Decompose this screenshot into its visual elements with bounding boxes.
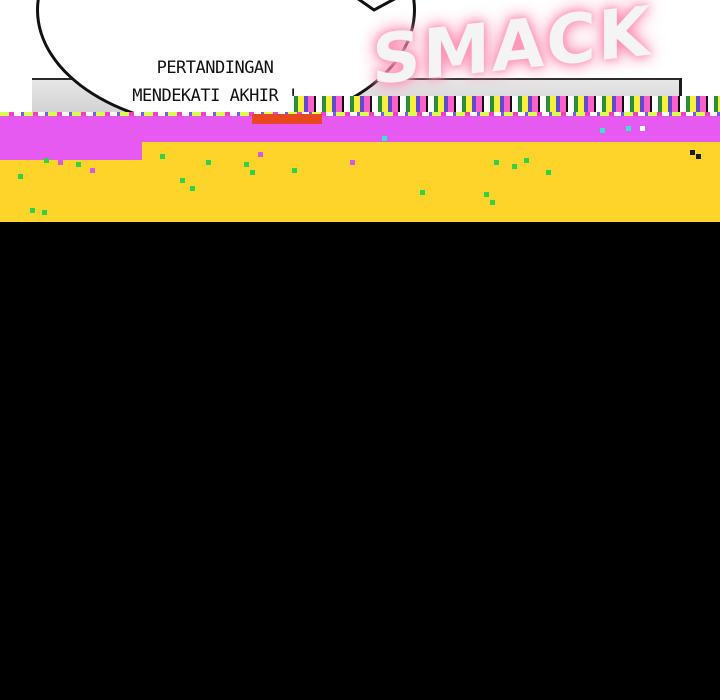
glitch-pixel xyxy=(160,154,165,159)
glitch-pixel xyxy=(512,164,517,169)
glitch-pixel xyxy=(484,192,489,197)
glitch-pixel xyxy=(190,186,195,191)
glitch-pixel xyxy=(600,128,605,133)
glitch-pixel xyxy=(180,178,185,183)
glitch-pixel xyxy=(258,152,263,157)
glitch-pixel xyxy=(90,168,95,173)
glitch-pixel xyxy=(292,168,297,173)
glitch-pixel xyxy=(350,160,355,165)
glitch-pixel xyxy=(546,170,551,175)
glitch-pixel xyxy=(250,170,255,175)
glitch-pixel xyxy=(690,150,695,155)
speech-bubble-tail xyxy=(357,0,396,12)
glitch-red-block xyxy=(252,114,322,124)
glitch-pixel xyxy=(640,126,645,131)
glitch-pixel xyxy=(490,200,495,205)
glitch-pixel xyxy=(524,158,529,163)
speech-bubble-text: PERTANDINGAN MENDEKATI AKHIR ! xyxy=(120,54,310,110)
glitch-noise-line xyxy=(0,112,720,116)
glitch-pixel xyxy=(58,160,63,165)
glitch-pixel xyxy=(18,174,23,179)
glitch-pixel xyxy=(696,154,701,159)
glitch-pixel xyxy=(44,158,49,163)
glitch-pixel xyxy=(206,160,211,165)
glitch-pixel xyxy=(244,162,249,167)
glitch-magenta-band xyxy=(0,114,720,142)
glitch-pixel xyxy=(420,190,425,195)
glitch-artifact-band xyxy=(0,96,720,222)
glitch-noise-strip xyxy=(288,96,720,114)
speech-line-1: PERTANDINGAN xyxy=(156,58,274,78)
glitch-pixel xyxy=(382,136,387,141)
glitch-magenta-block xyxy=(0,142,142,160)
glitch-pixel xyxy=(494,160,499,165)
comic-panel: PERTANDINGAN MENDEKATI AKHIR ! SMACK xyxy=(0,0,720,112)
speech-line-2: MENDEKATI AKHIR ! xyxy=(132,86,298,106)
glitch-pixel xyxy=(30,208,35,213)
glitch-pixel xyxy=(76,162,81,167)
glitch-pixel xyxy=(42,210,47,215)
glitch-pixel xyxy=(626,126,631,131)
blank-area xyxy=(0,222,720,700)
